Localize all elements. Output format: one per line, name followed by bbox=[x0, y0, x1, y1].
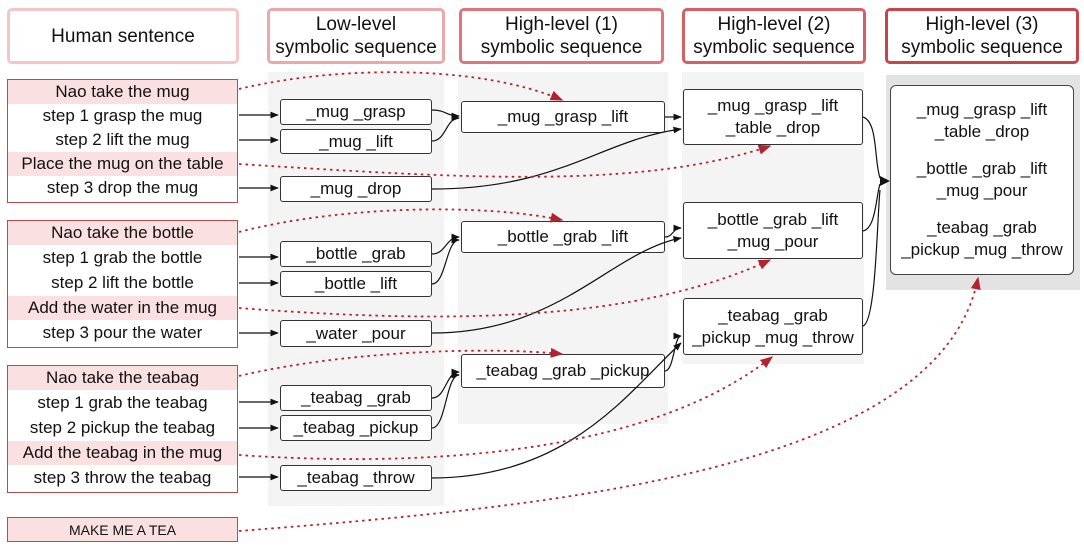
high2-mug-line2: _table _drop bbox=[725, 118, 821, 137]
header-high2-line2: symbolic sequence bbox=[693, 37, 855, 58]
arrow-high2-mug bbox=[862, 116, 881, 179]
high3-full-sequence: _mug _grasp _lift _table _drop _bottle _… bbox=[890, 85, 1074, 275]
sentence-mug-step2: step 2 lift the mug bbox=[55, 130, 190, 149]
sentence-group-bottle: Nao take the bottle step 1 grab the bott… bbox=[7, 220, 238, 348]
high3-mug-line1: _mug _grasp _lift bbox=[916, 100, 1048, 119]
sentence-bottle-step1: step 1 grab the bottle bbox=[42, 248, 203, 267]
sentence-teabag-step3: step 3 throw the teabag bbox=[33, 468, 212, 487]
sentence-bottle-take: Nao take the bottle bbox=[8, 221, 237, 245]
high2-teabag-line2: _pickup _mug _throw bbox=[692, 327, 854, 347]
low-teabag-grab: _teabag _grab bbox=[280, 385, 432, 411]
sentence-teabag-add: Add the teabag in the mug bbox=[8, 441, 237, 465]
header-human-label: Human sentence bbox=[51, 25, 195, 47]
sentence-group-mug: Nao take the mug step 1 grasp the mug st… bbox=[7, 79, 238, 203]
header-high-level-1: High-level (1) symbolic sequence bbox=[459, 8, 664, 64]
arrow-high2-teabag bbox=[862, 189, 881, 327]
low-teabag-pickup: _teabag _pickup bbox=[280, 415, 432, 441]
sentence-teabag-step1: step 1 grab the teabag bbox=[37, 393, 208, 412]
sentence-bottle-add-water: Add the water in the mug bbox=[8, 296, 237, 320]
high2-mug-line1: _mug _grasp _lift bbox=[707, 96, 839, 115]
header-low-line1: Low-level bbox=[315, 14, 397, 35]
high3-teabag-line2: _pickup _mug _throw bbox=[901, 240, 1063, 259]
low-bottle-grab: _bottle _grab bbox=[280, 241, 432, 267]
low-bottle-lift: _bottle _lift bbox=[280, 271, 432, 297]
sentence-mug-take: Nao take the mug bbox=[8, 80, 237, 104]
low-mug-drop: _mug _drop bbox=[280, 176, 432, 202]
high1-mug-grasp-lift: _mug _grasp _lift bbox=[461, 101, 665, 133]
header-low-line2: symbolic sequence bbox=[275, 37, 437, 58]
header-high2-line1: High-level (2) bbox=[717, 14, 831, 35]
sentence-teabag-step2: step 2 pickup the teabag bbox=[29, 418, 216, 437]
high1-bottle-grab-lift: _bottle _grab _lift bbox=[461, 221, 665, 253]
high3-bottle-line1: _bottle _grab _lift bbox=[916, 159, 1048, 178]
header-high-level-3: High-level (3) symbolic sequence bbox=[885, 8, 1079, 64]
goal-make-tea: MAKE ME A TEA bbox=[7, 517, 238, 542]
header-high3-line2: symbolic sequence bbox=[901, 37, 1063, 58]
sentence-mug-step1: step 1 grasp the mug bbox=[42, 106, 203, 125]
high3-bottle-line2: _mug _pour bbox=[936, 181, 1028, 200]
high2-teabag-line1: _teabag _grab bbox=[718, 305, 828, 325]
header-high1-line1: High-level (1) bbox=[505, 14, 618, 35]
arrow-high2-bottle bbox=[862, 183, 881, 232]
low-water-pour: _water _pour bbox=[280, 320, 432, 347]
header-high1-line2: symbolic sequence bbox=[480, 37, 643, 58]
header-human-sentence: Human sentence bbox=[7, 8, 239, 64]
sentence-group-teabag: Nao take the teabag step 1 grab the teab… bbox=[7, 365, 238, 493]
sentence-mug-place: Place the mug on the table bbox=[8, 152, 237, 176]
low-mug-lift: _mug _lift bbox=[280, 129, 432, 154]
sentence-teabag-take: Nao take the teabag bbox=[8, 366, 237, 390]
high2-bottle-line2: _mug _pour bbox=[727, 231, 819, 251]
high2-teabag-sequence: _teabag _grab _pickup _mug _throw bbox=[683, 298, 863, 355]
sentence-bottle-step3: step 3 pour the water bbox=[42, 323, 203, 342]
high3-teabag-line1: _teabag _grab bbox=[927, 218, 1037, 237]
header-high3-line1: High-level (3) bbox=[925, 14, 1039, 35]
header-low-level: Low-level symbolic sequence bbox=[267, 8, 445, 64]
sentence-bottle-step2: step 2 lift the bottle bbox=[51, 273, 194, 292]
low-teabag-throw: _teabag _throw bbox=[280, 465, 432, 491]
low-mug-grasp: _mug _grasp bbox=[280, 99, 432, 125]
high3-mug-line2: _table _drop bbox=[934, 122, 1030, 141]
header-high-level-2: High-level (2) symbolic sequence bbox=[682, 8, 866, 64]
high2-bottle-sequence: _bottle _grab _lift _mug _pour bbox=[683, 202, 863, 259]
high1-teabag-grab-pickup: _teabag _grab _pickup bbox=[461, 354, 665, 388]
high2-mug-sequence: _mug _grasp _lift _table _drop bbox=[683, 89, 863, 145]
sentence-mug-step3: step 3 drop the mug bbox=[46, 178, 199, 197]
high2-bottle-line1: _bottle _grab _lift bbox=[707, 209, 839, 229]
